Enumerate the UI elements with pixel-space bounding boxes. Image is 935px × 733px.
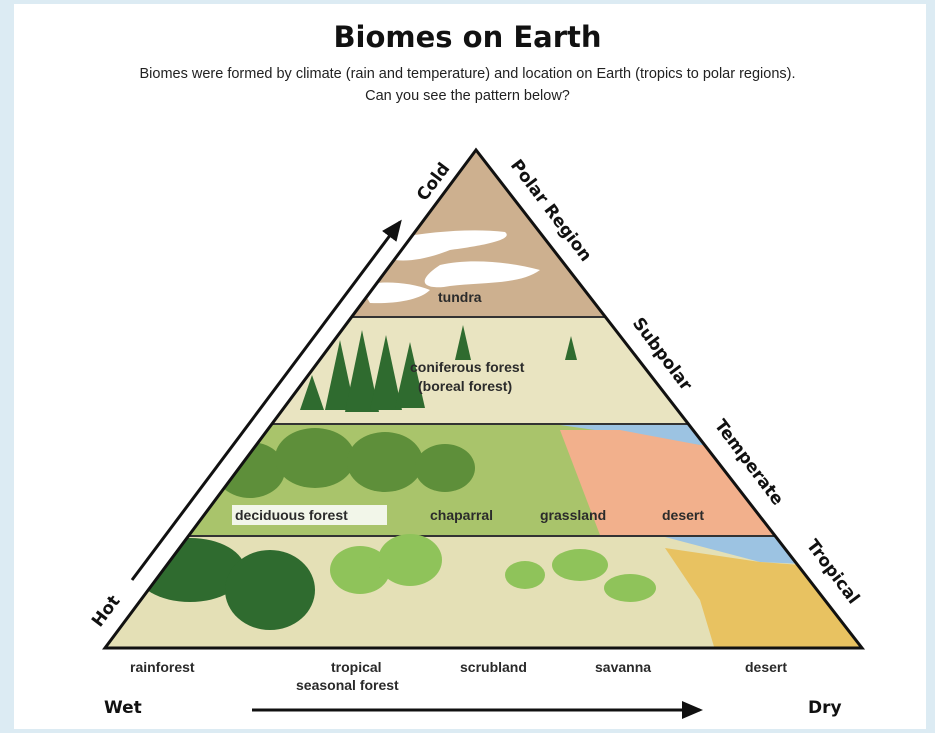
bottom-label-tropical-2: seasonal forest [296, 677, 399, 693]
band-label-coniferous-1: coniferous forest [410, 359, 525, 375]
bottom-label-tropical-1: tropical [331, 659, 382, 675]
band-label-deciduous: deciduous forest [235, 507, 348, 523]
bottom-label-desert: desert [745, 659, 787, 675]
bottom-axis-left: Wet [104, 698, 142, 718]
band-label-coniferous-2: (boreal forest) [418, 378, 512, 394]
bottom-label-scrubland: scrubland [460, 659, 527, 675]
band-label-desert-temperate: desert [662, 507, 704, 523]
band-label-chaparral: chaparral [430, 507, 493, 523]
band-label-tundra: tundra [438, 289, 482, 305]
band-label-grassland: grassland [540, 507, 606, 523]
bottom-label-rainforest: rainforest [130, 659, 195, 675]
bottom-axis-right: Dry [808, 698, 842, 718]
bottom-label-savanna: savanna [595, 659, 651, 675]
left-axis-low: Hot [88, 592, 124, 631]
